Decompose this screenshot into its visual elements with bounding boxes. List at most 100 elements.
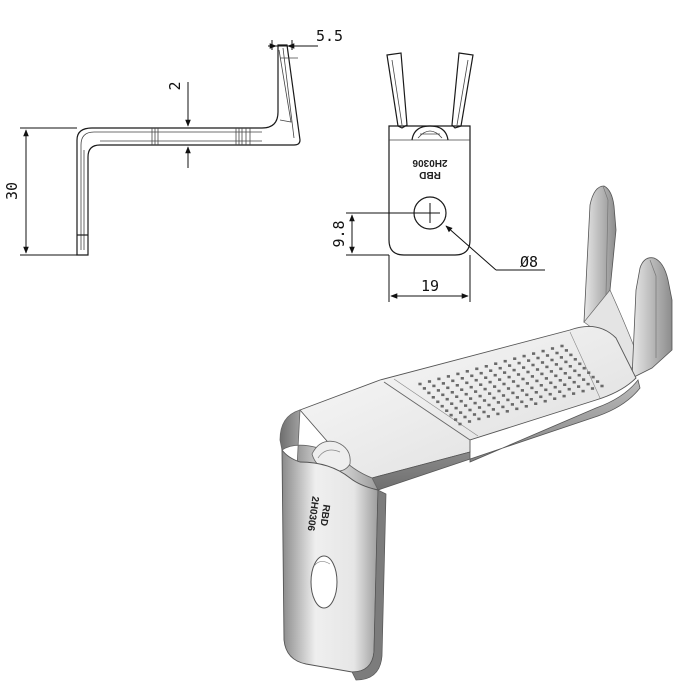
serration-dot	[582, 366, 586, 370]
fork-tine-front	[631, 257, 673, 379]
serration-dot	[432, 384, 436, 388]
side-view-ticks	[151, 128, 251, 145]
dimension-height: 30	[3, 127, 77, 256]
serration-dot	[553, 397, 557, 400]
serration-dot	[470, 374, 474, 378]
dimension-hole-offset-label: 9.8	[330, 220, 348, 247]
serration-dot	[559, 356, 563, 359]
serration-dot	[446, 386, 450, 390]
serration-dot	[522, 366, 526, 369]
serration-dot	[449, 413, 453, 417]
serration-dot	[590, 387, 595, 390]
serration-dot	[573, 369, 577, 373]
serration-dot	[427, 391, 431, 395]
serration-dot	[474, 390, 478, 393]
serration-dot	[513, 357, 517, 360]
serration-dot	[517, 361, 521, 365]
serration-dot	[572, 392, 576, 395]
serration-dot	[526, 370, 530, 374]
serration-dot	[493, 373, 497, 377]
serration-dot	[550, 347, 555, 350]
serration-dot	[484, 376, 488, 379]
serration-dot	[532, 352, 536, 355]
serration-dot	[573, 358, 577, 361]
serration-dot	[545, 365, 549, 369]
serration-dot	[494, 362, 498, 365]
serration-dot	[569, 353, 573, 357]
serration-dot	[511, 391, 515, 395]
isometric-view: RBD 2H0306	[279, 185, 673, 681]
serration-dot	[540, 361, 545, 364]
front-view: RBD 2H0306 9.8 Ø8 19	[330, 52, 545, 302]
serration-dot	[503, 359, 507, 363]
dimension-width-label: 19	[421, 277, 439, 295]
serration-dot	[479, 383, 483, 386]
leg-hole	[310, 555, 338, 609]
serration-dot	[506, 398, 510, 402]
serration-dot	[505, 410, 509, 413]
serration-dot	[497, 389, 501, 393]
serration-dot	[572, 380, 576, 384]
serration-dot	[486, 415, 490, 418]
serration-dot	[484, 365, 488, 368]
serration-dot	[539, 384, 543, 387]
serration-dot	[525, 393, 529, 397]
serration-dot	[530, 386, 534, 390]
serration-dot	[501, 405, 505, 409]
serration-dot	[492, 396, 496, 400]
serration-dot	[587, 371, 591, 374]
serration-dot	[498, 366, 502, 370]
serration-dot	[564, 349, 568, 352]
serration-dot	[450, 391, 454, 394]
dimension-hole-offset: 9.8	[330, 212, 430, 256]
serration-dot	[469, 385, 473, 389]
dimension-thickness-label: 5.5	[316, 27, 343, 45]
serration-dot	[582, 378, 586, 381]
serration-dot	[503, 371, 507, 374]
serration-dot	[568, 365, 572, 368]
serration-dot	[473, 401, 477, 405]
serration-dot	[544, 388, 548, 392]
serration-dot	[600, 384, 604, 388]
serration-dot	[465, 381, 469, 385]
serration-dot	[568, 376, 572, 379]
dimension-hole-diameter: Ø8	[445, 225, 545, 271]
serration-dot	[515, 407, 519, 411]
serration-dot	[464, 404, 468, 407]
serration-dot	[445, 409, 449, 412]
serration-dot	[578, 362, 582, 366]
serration-dot	[591, 375, 595, 379]
serration-dot	[451, 379, 455, 383]
serration-dot	[507, 375, 511, 379]
serration-dot	[463, 415, 467, 419]
serration-dot	[454, 406, 458, 410]
serration-dot	[436, 389, 440, 392]
serration-dot	[483, 387, 487, 391]
serration-dot	[596, 380, 600, 383]
serration-dot	[555, 351, 559, 355]
serration-dot	[541, 349, 545, 353]
serration-dot	[506, 387, 511, 390]
serration-dot	[515, 396, 519, 399]
serration-dot	[510, 403, 514, 406]
serration-dot	[516, 384, 520, 388]
serration-dot	[496, 412, 500, 416]
serration-dot	[493, 385, 497, 388]
serration-dot	[467, 420, 472, 423]
serration-dot	[549, 381, 553, 385]
serration-dot	[474, 378, 478, 382]
serration-dot	[431, 396, 435, 399]
serration-dot	[560, 344, 564, 348]
side-view: 30 2 5.5	[3, 27, 343, 256]
serration-dot	[558, 379, 562, 382]
serration-dot	[581, 389, 585, 393]
dimension-width: 19	[388, 255, 471, 302]
serration-dot	[562, 394, 566, 398]
serration-dot	[524, 405, 528, 408]
serration-dot	[459, 399, 463, 403]
serration-dot	[458, 422, 462, 426]
serration-dot	[520, 389, 524, 392]
part-marking-brand: RBD	[419, 169, 441, 180]
serration-dot	[577, 385, 581, 388]
